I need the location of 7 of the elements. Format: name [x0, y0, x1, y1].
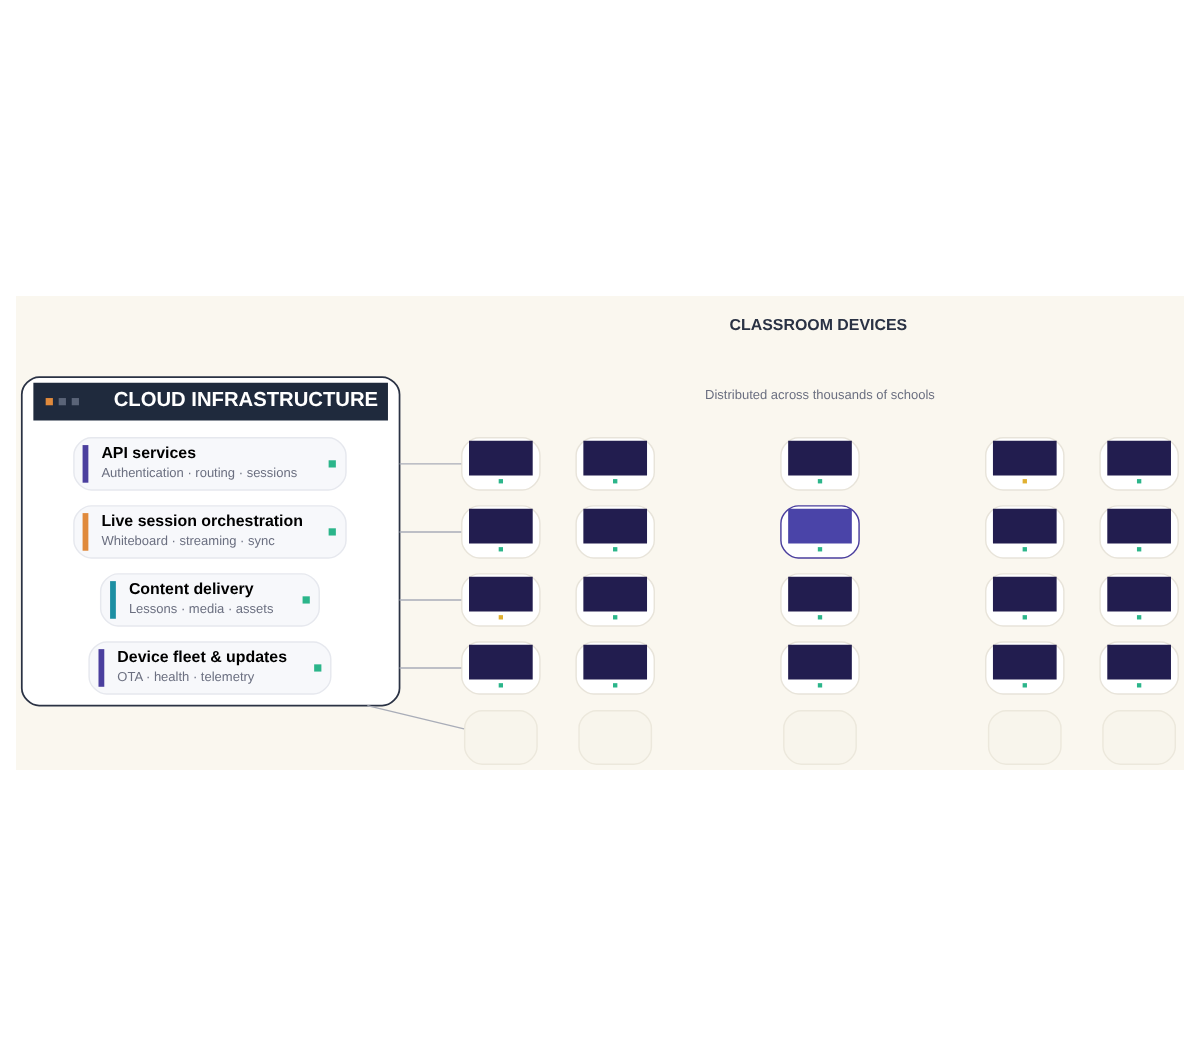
node-box [463, 708, 538, 764]
connector [366, 703, 465, 729]
connector [398, 462, 462, 464]
label: CLASSROOM DEVICES [729, 315, 908, 334]
connector [398, 530, 462, 532]
connector [398, 666, 462, 668]
connector [398, 598, 462, 600]
